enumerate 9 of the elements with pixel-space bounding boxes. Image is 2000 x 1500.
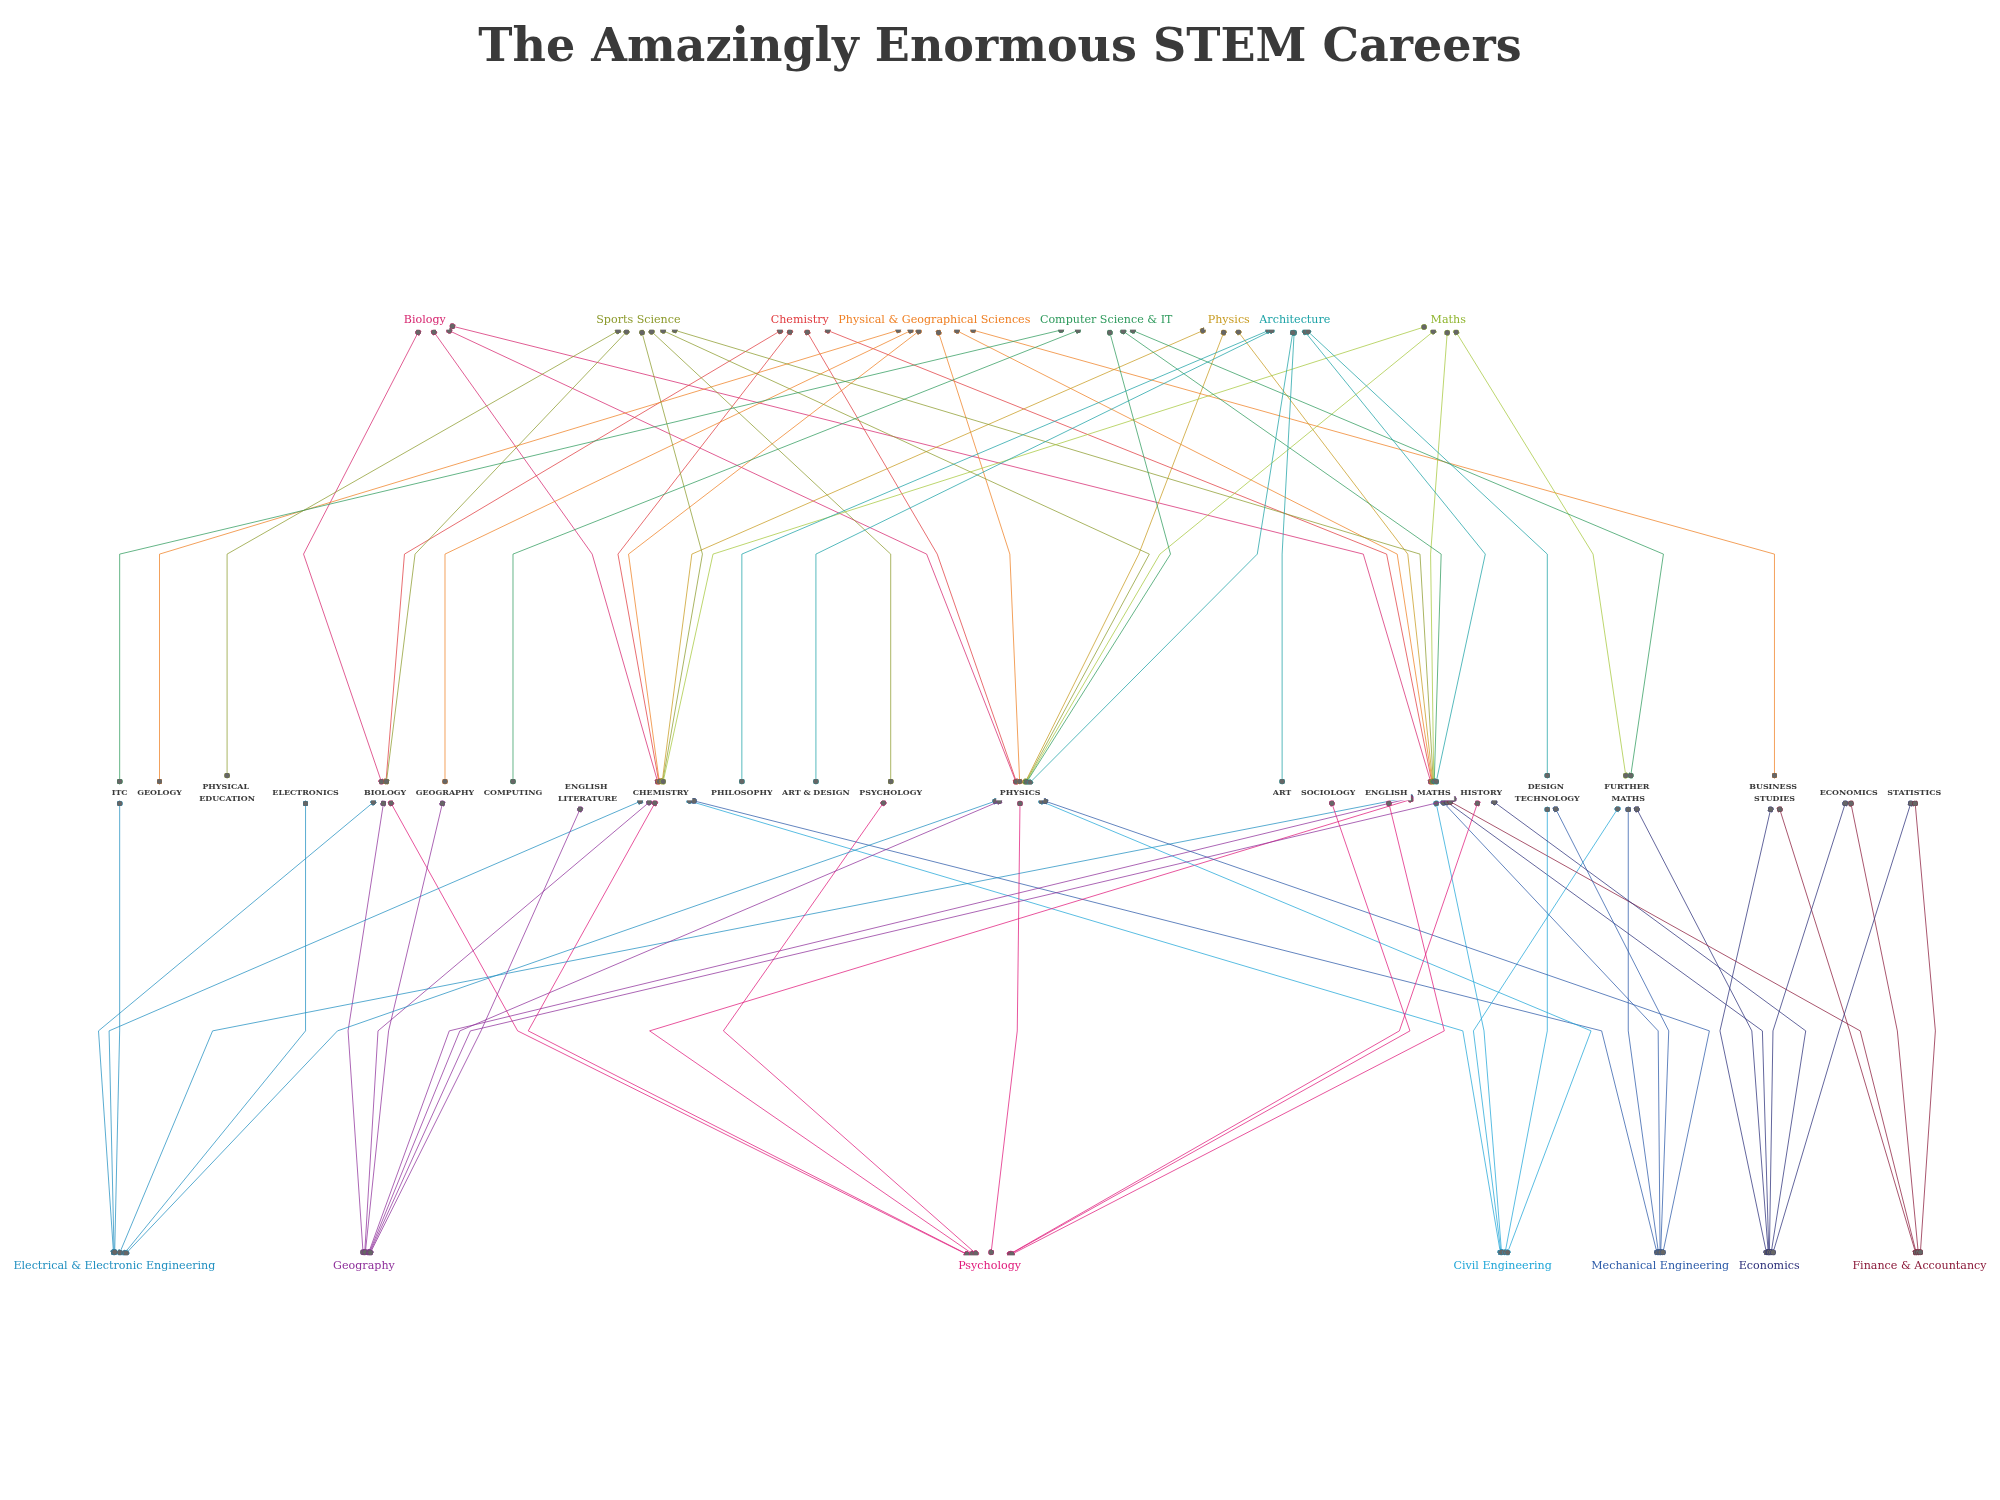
node-text: Electrical & Electronic Engineering [13, 1258, 216, 1272]
node-text: Geography [333, 1258, 395, 1272]
node-text: Economics [1738, 1258, 1800, 1272]
title: The Amazingly Enormous STEM Careers [478, 18, 1522, 72]
node-text: Mechanical Engineering [1591, 1258, 1730, 1272]
node-text: Physics [1207, 312, 1250, 326]
node-text: Maths [1430, 312, 1466, 326]
node-text: Civil Engineering [1453, 1258, 1552, 1272]
node-text: Finance & Accountancy [1852, 1258, 1987, 1272]
